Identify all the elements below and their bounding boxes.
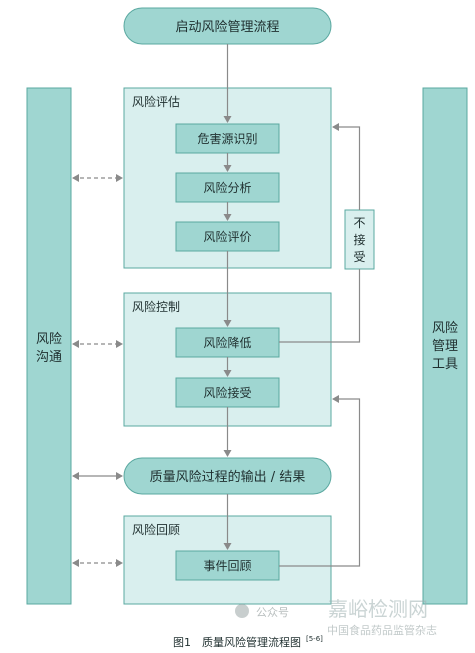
event-review-label: 事件回顾 [203,559,251,573]
feedback-arrows [279,123,361,567]
risk-analysis-label: 风险分析 [203,180,251,195]
start-node-label: 启动风险管理流程 [175,20,279,35]
risk-tools-line3: 工具 [432,357,458,372]
not-accepted-char2: 接 [353,232,365,247]
risk-management-tools-bar: 风险 管理 工具 [422,87,468,605]
arrow-event-review-to-control [279,395,361,567]
risk-acceptance-box [175,377,280,408]
risk-analysis-box [175,172,280,203]
risk-tools-line2: 管理 [432,339,458,354]
event-review-box [175,550,280,581]
risk-reduction-label: 风险降低 [203,335,251,350]
not-accepted-char3: 受 [353,250,365,264]
risk-evaluation-box [175,221,280,252]
hazard-identification-label: 危害源识别 [197,131,257,146]
arrow-not-accepted-to-assessment [332,123,361,210]
risk-communication-bar: 风险 沟通 [26,87,72,605]
watermark: 公众号 嘉峪检测网 中国食品药品监管杂志 [235,597,437,637]
not-accepted-box: 不 接 受 [344,209,375,270]
risk-communication-line1: 风险 [36,332,62,347]
watermark-brand: 嘉峪检测网 [328,597,428,621]
caption-reference: [5-6] [306,635,323,643]
risk-evaluation-label: 风险评价 [203,229,251,244]
output-node-label: 质量风险过程的输出 / 结果 [150,469,306,485]
risk-communication-line2: 沟通 [36,350,62,365]
risk-tools-line1: 风险 [432,321,458,336]
line-reduction-to-not-accepted [279,269,361,343]
figure-caption: 图1 质量风险管理流程图 [173,635,301,649]
watermark-magazine: 中国食品药品监管杂志 [327,623,437,637]
risk-assessment-title: 风险评估 [132,94,180,109]
wechat-icon [235,604,249,618]
start-node: 启动风险管理流程 [123,7,332,45]
risk-review-panel: 风险回顾 事件回顾 [123,515,332,605]
risk-control-title: 风险控制 [132,299,180,314]
communication-arrows [72,174,123,567]
output-node: 质量风险过程的输出 / 结果 [123,457,332,495]
risk-review-title: 风险回顾 [132,522,180,537]
not-accepted-char1: 不 [353,216,365,230]
risk-acceptance-label: 风险接受 [203,385,251,400]
watermark-account: 公众号 [256,606,289,619]
